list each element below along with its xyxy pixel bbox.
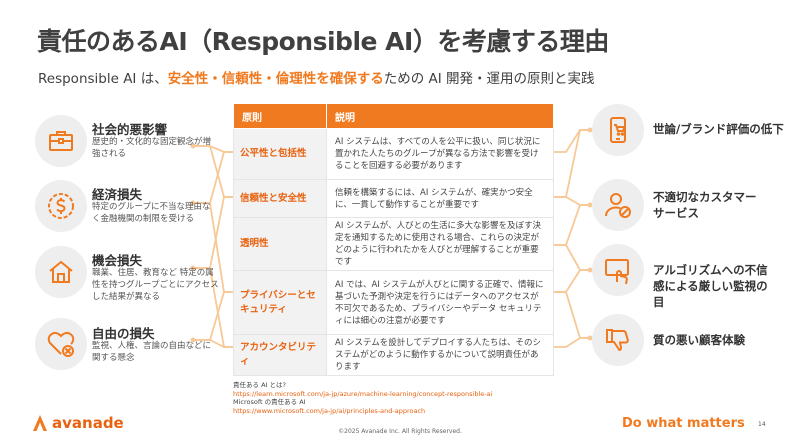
left-item-title-freedom: 自由の損失 — [92, 326, 155, 341]
subtitle-prefix: Responsible AI は、 — [38, 71, 168, 87]
table-row: 透明性 AI システムが、人びとの生活に多大な影響を及ぼす決定を通知するために使… — [233, 217, 554, 271]
right-item-title-experience: 質の悪い顧客体験 — [653, 333, 745, 347]
tablet-touch-icon — [592, 244, 644, 296]
left-item-title-economic: 経済損失 — [92, 187, 143, 202]
principle-description: AI システムは、すべての人を公平に扱い、同じ状況に置かれた人たちのグループが異… — [326, 128, 554, 180]
reference-label-1: 責任ある AI とは? — [233, 381, 286, 389]
principle-description: 信頼を構築するには、AI システムが、確実かつ安全に、一貫して動作することが重要… — [326, 179, 554, 218]
references: 責任ある AI とは? https://learn.microsoft.com/… — [233, 381, 492, 415]
right-item-title-algorithm: アルゴリズムへの不信感による厳しい監視の目 — [653, 263, 768, 309]
principle-name: 信頼性と安全性 — [233, 179, 327, 218]
copyright: ©2025 Avanade Inc. All Rights Reserved. — [338, 428, 462, 435]
page-number: 14 — [758, 421, 766, 428]
header-principle: 原則 — [233, 103, 327, 129]
principle-name: アカウンタビリティ — [233, 334, 327, 376]
principle-name: 公平性と包括性 — [233, 128, 327, 180]
broken-heart-icon — [35, 318, 87, 370]
thumbs-down-icon — [592, 314, 644, 366]
principle-description: AI では、AI システムが人びとに関する正確で、情報に基づいた予測や決定を行う… — [326, 270, 554, 335]
mobile-cart-icon — [592, 104, 644, 156]
principle-name: プライバシーとセキュリティ — [233, 270, 327, 335]
logo-text: avanade — [52, 414, 124, 432]
subtitle-highlight: 安全性・信頼性・倫理性を確保する — [167, 71, 384, 87]
subtitle-suffix: ための AI 開発・運用の原則と実践 — [383, 71, 595, 87]
table-header-row: 原則 説明 — [233, 103, 554, 129]
left-item-desc-economic: 特定のグループに不当な理由なく金融機関の制限を受ける — [92, 202, 211, 224]
left-item-desc-freedom: 監視、人権、言論の自由などに関する懸念 — [92, 341, 212, 363]
house-icon — [35, 246, 87, 298]
right-item-title-service: 不適切なカスタマーサービス — [653, 190, 757, 220]
left-item-desc-opportunity: 職業、住居、教育など 特定の属性を持つグループごとにアクセスした結果が異なる — [92, 268, 219, 302]
principle-description: AI システムが、人びとの生活に多大な影響を及ぼす決定を通知するために使用される… — [326, 217, 554, 271]
table-row: アカウンタビリティ AI システムを設計してデプロイする人たちは、そのシステムが… — [233, 334, 554, 376]
person-blocked-icon — [592, 179, 644, 231]
table-row: 公平性と包括性 AI システムは、すべての人を公平に扱い、同じ状況に置かれた人た… — [233, 128, 554, 180]
left-item-title-social: 社会的悪影響 — [92, 122, 168, 137]
left-item-desc-social: 歴史的・文化的な固定観念が増強される — [92, 137, 212, 159]
left-item-title-opportunity: 機会損失 — [92, 253, 143, 268]
header-description: 説明 — [326, 103, 554, 129]
dollar-icon — [35, 180, 87, 232]
table-row: 信頼性と安全性 信頼を構築するには、AI システムが、確実かつ安全に、一貫して動… — [233, 179, 554, 218]
reference-link-2[interactable]: https://www.microsoft.com/ja-jp/ai/princ… — [233, 406, 426, 415]
logo-mark-icon — [33, 415, 47, 431]
page-subtitle: Responsible AI は、安全性・信頼性・倫理性を確保するための AI … — [38, 67, 595, 87]
avanade-logo: avanade — [33, 414, 124, 432]
principle-name: 透明性 — [233, 217, 327, 271]
right-item-title-brand: 世論/ブランド評価の低下 — [653, 122, 784, 136]
tagline: Do what matters — [622, 416, 745, 431]
table-row: プライバシーとセキュリティ AI では、AI システムが人びとに関する正確で、情… — [233, 270, 554, 335]
reference-link-1[interactable]: https://learn.microsoft.com/ja-jp/azure/… — [233, 389, 493, 398]
principle-description: AI システムを設計してデプロイする人たちは、そのシステムがどのように動作するか… — [326, 334, 554, 376]
page-title: 責任のあるAI（Responsible AI）を考慮する理由 — [37, 27, 609, 56]
principles-table: 原則 説明 公平性と包括性 AI システムは、すべての人を公平に扱い、同じ状況に… — [233, 103, 554, 376]
reference-label-2: Microsoft の責任ある AI — [233, 398, 306, 406]
toolbox-icon — [35, 115, 87, 167]
